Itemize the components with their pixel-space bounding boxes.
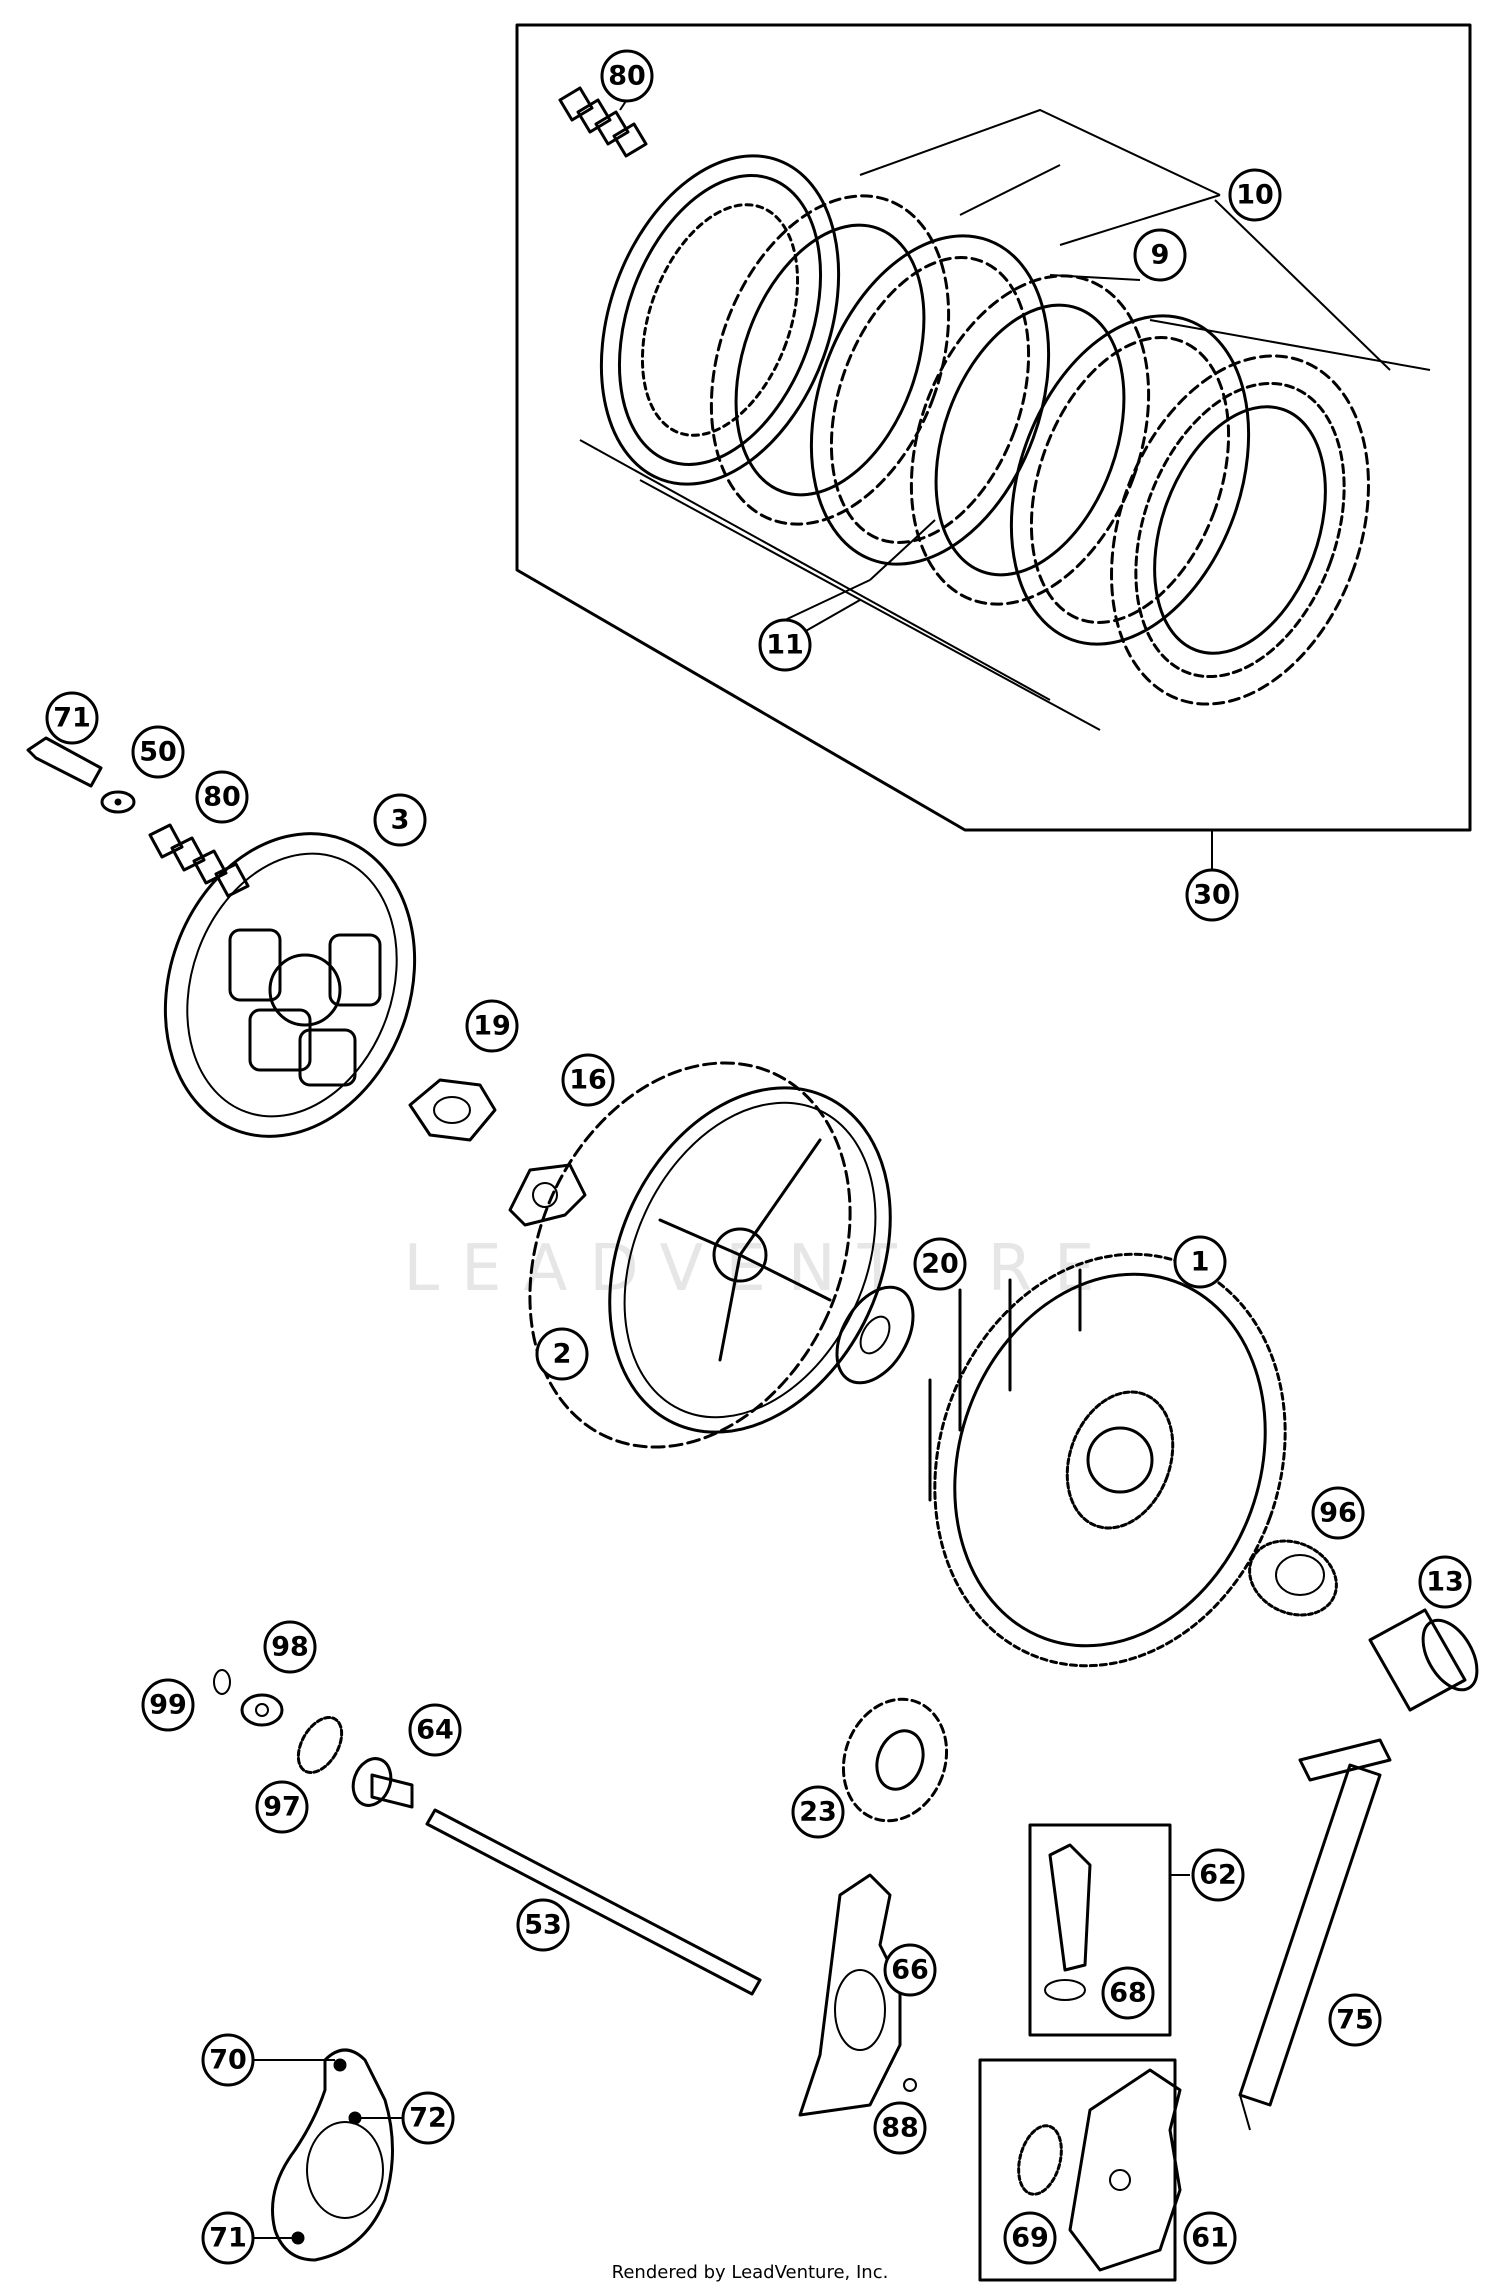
svg-text:1: 1 xyxy=(1191,1247,1210,1278)
callout-61: 61 xyxy=(1183,2211,1237,2265)
callout-11: 11 xyxy=(758,618,812,672)
callout-98: 98 xyxy=(263,1620,317,1674)
bleeder-kit-frame xyxy=(1028,1823,1190,2037)
svg-text:80: 80 xyxy=(203,782,241,813)
callout-16: 16 xyxy=(561,1053,615,1107)
svg-text:72: 72 xyxy=(409,2103,447,2134)
svg-text:3: 3 xyxy=(391,805,410,836)
gasket-part xyxy=(798,1873,917,2117)
needle-bearing-part xyxy=(1248,1539,1338,1617)
leader-lines xyxy=(250,519,936,2239)
svg-text:30: 30 xyxy=(1193,880,1231,911)
callout-70: 70 xyxy=(201,2033,255,2087)
svg-text:80: 80 xyxy=(608,61,646,92)
callout-80-top: 80 xyxy=(600,49,654,103)
svg-text:19: 19 xyxy=(473,1011,511,1042)
callout-19: 19 xyxy=(465,999,519,1053)
callout-72: 72 xyxy=(401,2091,455,2145)
callout-2: 2 xyxy=(535,1327,589,1381)
callout-66: 66 xyxy=(883,1943,937,1997)
svg-text:71: 71 xyxy=(209,2223,247,2254)
callout-62: 62 xyxy=(1191,1848,1245,1902)
svg-text:70: 70 xyxy=(209,2045,247,2076)
cover-gasket-part xyxy=(271,2048,394,2262)
svg-text:62: 62 xyxy=(1199,1860,1237,1891)
callout-64: 64 xyxy=(408,1703,462,1757)
callout-20: 20 xyxy=(913,1237,967,1291)
callout-1: 1 xyxy=(1173,1235,1227,1289)
svg-text:10: 10 xyxy=(1236,180,1274,211)
svg-text:20: 20 xyxy=(921,1249,959,1280)
svg-text:98: 98 xyxy=(271,1632,309,1663)
callout-68: 68 xyxy=(1101,1966,1155,2020)
svg-text:99: 99 xyxy=(149,1690,187,1721)
svg-text:71: 71 xyxy=(53,703,91,734)
callout-88: 88 xyxy=(873,2101,927,2155)
render-credit: Rendered by LeadVenture, Inc. xyxy=(612,2262,889,2283)
bolt-washer-spring-parts xyxy=(26,736,250,898)
svg-text:88: 88 xyxy=(881,2113,919,2144)
pressure-plate-part xyxy=(163,832,417,1138)
callout-71-top: 71 xyxy=(45,691,99,745)
callout-30: 30 xyxy=(1185,868,1239,922)
pushrod-small-parts xyxy=(213,1669,414,1809)
nut-part xyxy=(408,1078,497,1142)
slave-cylinder-frame xyxy=(978,2058,1182,2282)
clutch-plate-kit-frame xyxy=(515,23,1472,870)
callout-71-bottom: 71 xyxy=(201,2211,255,2265)
thrust-washer-part xyxy=(835,1285,915,1385)
svg-text:11: 11 xyxy=(766,630,804,661)
svg-text:9: 9 xyxy=(1151,240,1170,271)
svg-text:50: 50 xyxy=(139,737,177,768)
callout-10: 10 xyxy=(1228,168,1282,222)
svg-text:64: 64 xyxy=(416,1715,454,1746)
callout-13: 13 xyxy=(1418,1555,1472,1609)
lock-washer-part xyxy=(508,1163,587,1227)
callout-53: 53 xyxy=(516,1898,570,1952)
callout-23: 23 xyxy=(791,1785,845,1839)
svg-text:69: 69 xyxy=(1011,2223,1049,2254)
svg-text:75: 75 xyxy=(1336,2005,1374,2036)
svg-text:66: 66 xyxy=(891,1955,929,1986)
gear-part xyxy=(841,1697,949,1823)
clutch-plates-stack xyxy=(579,108,1431,731)
callout-99: 99 xyxy=(141,1678,195,1732)
svg-text:96: 96 xyxy=(1319,1498,1357,1529)
callout-50: 50 xyxy=(131,725,185,779)
callout-69: 69 xyxy=(1003,2211,1057,2265)
svg-text:23: 23 xyxy=(799,1797,837,1828)
bushing-part xyxy=(1368,1608,1479,1712)
callout-9: 9 xyxy=(1133,228,1187,282)
pushrod-part xyxy=(425,1808,762,1996)
svg-text:61: 61 xyxy=(1191,2223,1229,2254)
callout-96: 96 xyxy=(1311,1486,1365,1540)
svg-text:2: 2 xyxy=(553,1339,572,1370)
svg-text:53: 53 xyxy=(524,1910,562,1941)
svg-text:97: 97 xyxy=(263,1792,301,1823)
callout-75: 75 xyxy=(1328,1993,1382,2047)
callout-80-mid: 80 xyxy=(195,770,249,824)
callout-97: 97 xyxy=(255,1780,309,1834)
svg-text:13: 13 xyxy=(1426,1567,1464,1598)
svg-text:16: 16 xyxy=(569,1065,607,1096)
svg-text:68: 68 xyxy=(1109,1978,1147,2009)
syringe-part xyxy=(1238,1738,1392,2131)
callout-3: 3 xyxy=(373,793,427,847)
